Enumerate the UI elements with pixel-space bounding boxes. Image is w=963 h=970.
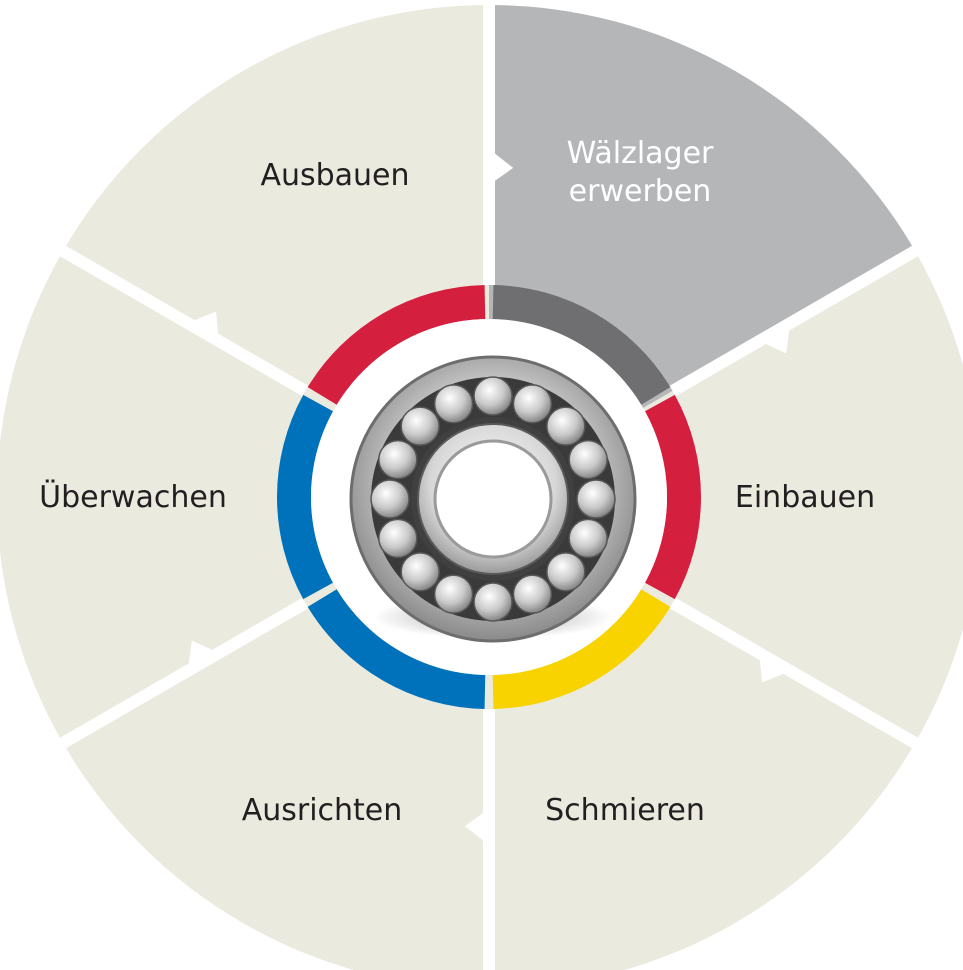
label-line: Schmieren — [545, 793, 705, 828]
roller — [378, 518, 418, 559]
roller — [512, 574, 553, 614]
roller — [400, 552, 440, 592]
roller — [512, 384, 553, 424]
segment-monitor[interactable] — [0, 251, 489, 743]
label-line: Ausbauen — [260, 158, 409, 193]
ring-arc-monitor — [277, 394, 334, 600]
ring-arc-lube — [492, 589, 671, 709]
label-align: Ausrichten — [242, 793, 403, 828]
ring-arc-acquire — [492, 285, 671, 405]
arrow-notch-icon — [187, 640, 219, 671]
arrow-notch-icon — [759, 653, 791, 683]
label-line: Überwachen — [39, 479, 227, 515]
label-line: Ausrichten — [242, 793, 403, 828]
roller — [473, 582, 513, 622]
roller — [473, 376, 513, 416]
divider-line — [51, 597, 309, 754]
ring-arc-mount — [644, 394, 701, 600]
roller — [433, 574, 474, 614]
bearing-photo — [349, 355, 637, 643]
roller — [568, 439, 608, 480]
roller — [400, 406, 440, 446]
arrow-notch-icon — [464, 809, 489, 845]
label-lube: Schmieren — [545, 793, 705, 828]
segment-mount[interactable] — [489, 251, 963, 743]
roller — [433, 384, 474, 424]
divider-line — [51, 240, 309, 397]
divider-line — [669, 240, 927, 397]
label-mount: Einbauen — [735, 480, 875, 515]
divider-line — [669, 597, 927, 754]
arrow-notch-icon — [187, 311, 219, 341]
arrow-notch-icon — [759, 323, 791, 354]
ring-arc-dismount — [307, 285, 486, 405]
label-line: erwerben — [569, 174, 712, 209]
label-line: Einbauen — [735, 480, 875, 515]
label-line: Wälzlager — [567, 136, 714, 171]
roller — [378, 439, 418, 480]
roller — [370, 479, 410, 519]
arrow-notch-icon — [489, 149, 514, 185]
roller — [576, 479, 616, 519]
ring-arc-align — [307, 589, 486, 709]
segment-dividers — [51, 0, 927, 970]
roller — [568, 518, 608, 559]
label-monitor: Überwachen — [39, 479, 227, 515]
bore — [433, 439, 553, 559]
roller — [546, 406, 586, 446]
label-dismount: Ausbauen — [260, 158, 409, 193]
roller — [546, 552, 586, 592]
